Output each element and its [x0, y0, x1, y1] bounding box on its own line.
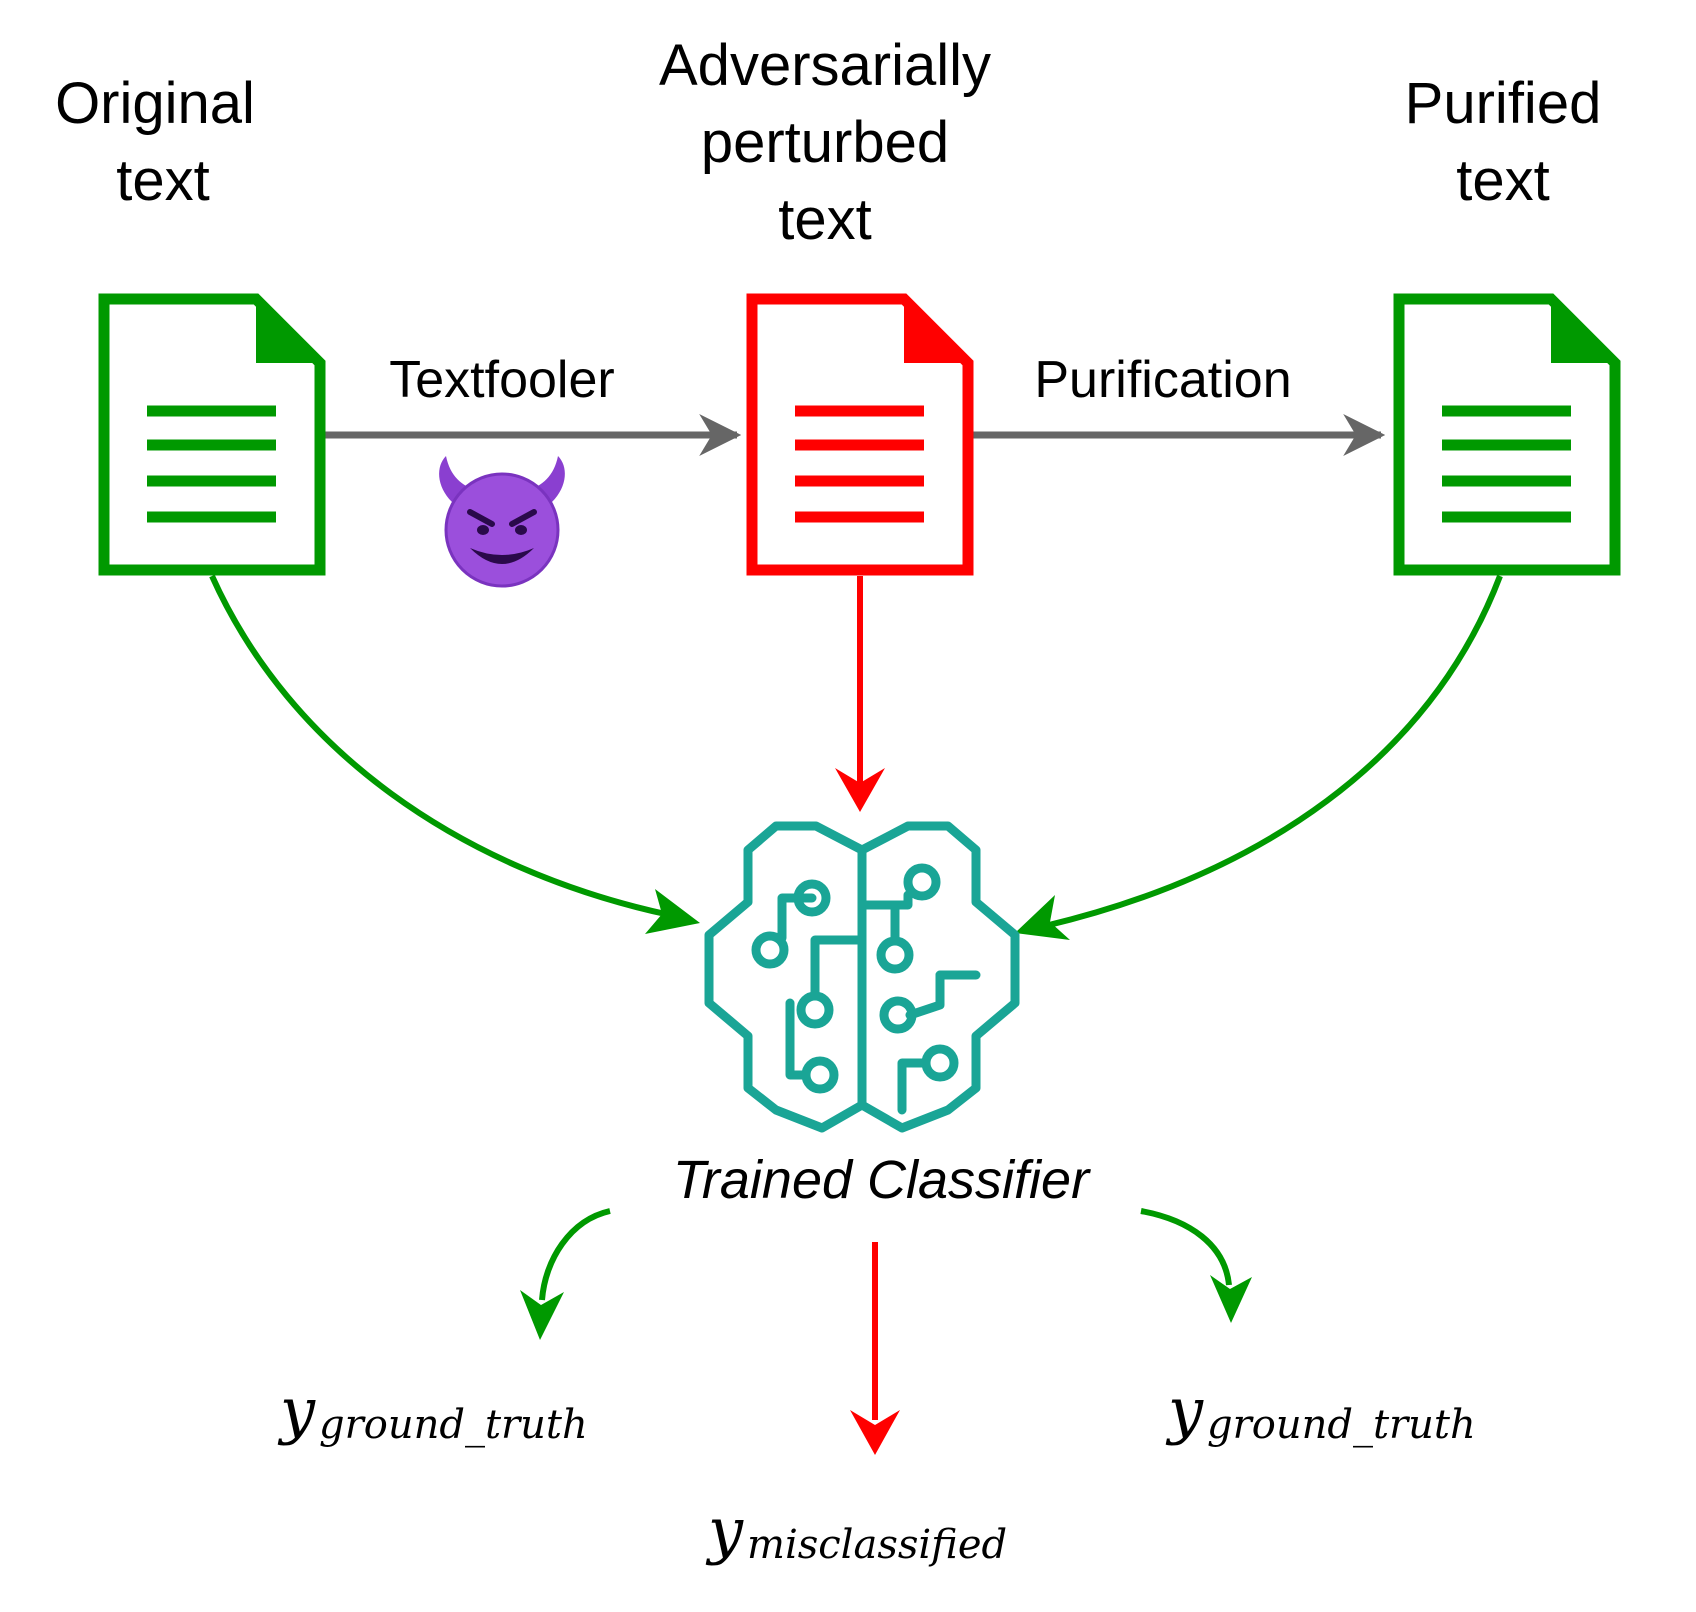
center-output-arrow: [850, 1242, 900, 1455]
purified-text-title-line2: text: [1456, 148, 1550, 213]
adversarial-text-title-line2: perturbed: [701, 110, 949, 175]
brain-circuit-icon: [704, 821, 1020, 1133]
adversarial-text-title-line1: Adversarially: [659, 33, 991, 98]
adversarial-to-classifier-arrow: [835, 576, 885, 812]
purified-to-classifier-arrow: [1015, 574, 1503, 940]
purification-label: Purification: [1034, 351, 1291, 409]
adversarial-text-title-line3: text: [778, 187, 872, 252]
left-output-arrow: [520, 1208, 611, 1340]
smiling-devil-icon: [439, 456, 565, 588]
classifier-label: Trained Classifier: [673, 1150, 1091, 1210]
original-to-classifier-arrow: [209, 574, 700, 934]
original-text-title-line2: text: [116, 148, 210, 213]
adversarial-document-icon: [746, 293, 974, 576]
original-text-title-line1: Original: [55, 71, 255, 136]
purified-text-title-line1: Purified: [1405, 71, 1602, 136]
attack-label: Textfooler: [389, 351, 614, 409]
right-output-arrow: [1140, 1208, 1252, 1323]
original-document-icon: [98, 293, 326, 576]
purified-document-icon: [1393, 293, 1621, 576]
